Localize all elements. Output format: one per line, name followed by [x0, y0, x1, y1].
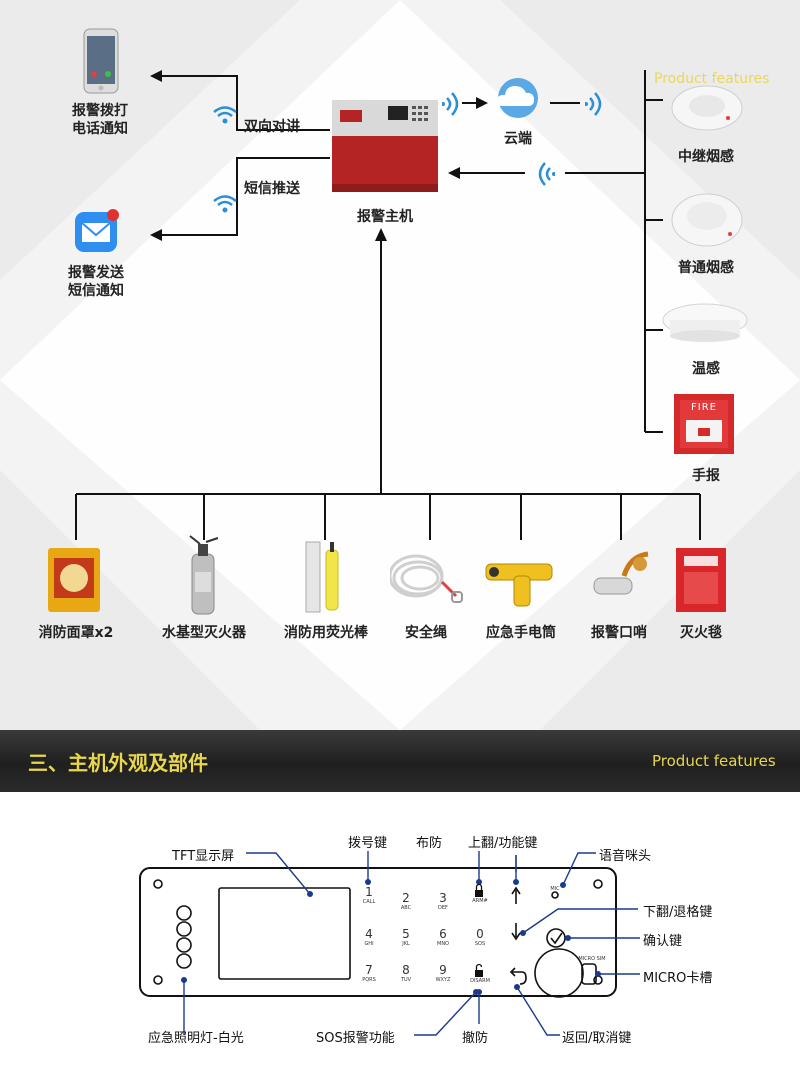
callout-sos-alarm: SOS报警功能: [316, 1031, 395, 1046]
section-header-band: 三、主机外观及部件 Product features: [0, 730, 800, 792]
smoke-detector-image: [671, 193, 743, 247]
equipment-label-flashlight: 应急手电筒: [486, 625, 556, 641]
equipment-label-extinguisher: 水基型灭火器: [162, 625, 246, 641]
phone-icon: [83, 28, 119, 94]
sensor-label-relay-smoke: 中继烟感: [678, 149, 734, 165]
heat-detector-image: [662, 303, 748, 342]
equipment-label-mask: 消防面罩x2: [38, 625, 114, 641]
equipment-label-whistle: 报警口哨: [591, 625, 647, 641]
wifi-icon: [213, 195, 237, 213]
cloud-label: 云端: [504, 131, 532, 147]
callout-disarm: 撤防: [462, 1031, 489, 1046]
panel-drawing: [139, 851, 640, 1036]
callout-emergency-light: 应急照明灯-白光: [148, 1031, 244, 1046]
sensor-label-manual: 手报: [692, 468, 720, 484]
callout-voice-mic: 语音咪头: [599, 849, 652, 864]
connection-lines: [75, 70, 701, 540]
callout-confirm-key: 确认键: [643, 934, 683, 949]
callout-arm: 布防: [416, 836, 443, 851]
equipment-label-rope: 安全绳: [405, 625, 447, 641]
mic-label: MIC: [550, 886, 560, 892]
callout-down-backspace-key: 下翻/退格键: [643, 905, 713, 920]
alarm-host-image: [332, 100, 438, 192]
arm-key-label[interactable]: ARM#: [472, 898, 488, 904]
equipment-label-glowstick: 消防用荧光棒: [284, 625, 368, 641]
callout-tft-screen: TFT显示屏: [172, 849, 235, 864]
watermark-text: Product features: [654, 71, 770, 87]
mail-icon: [75, 209, 119, 252]
equipment-label-blanket: 灭火毯: [680, 625, 722, 641]
flashlight-image: [485, 563, 553, 607]
wifi-icon: [585, 92, 602, 116]
sms-label-line2: 短信通知: [68, 283, 124, 299]
safety-rope-image: [390, 554, 463, 603]
fire-text: FIRE: [691, 402, 717, 413]
sms-label-line1: 报警发送: [68, 265, 124, 281]
intercom-label: 双向对讲: [244, 119, 300, 135]
fire-mask-box-image: [48, 548, 100, 612]
callout-back-cancel-key: 返回/取消键: [562, 1031, 632, 1046]
whistle-image: [593, 551, 649, 595]
glow-stick-image: [305, 541, 339, 613]
sensor-label-heat: 温感: [692, 361, 720, 377]
relay-smoke-detector-image: [671, 85, 743, 131]
manual-call-point-image: FIRE: [674, 394, 734, 454]
wifi-icon: [538, 162, 555, 186]
callout-dial-key: 拨号键: [348, 836, 388, 851]
host-label: 报警主机: [357, 209, 413, 225]
callout-up-function-key: 上翻/功能键: [468, 836, 538, 851]
disarm-key-label[interactable]: DISARM: [470, 978, 490, 984]
phone-label-line2: 电话通知: [72, 121, 128, 137]
cloud-icon: [496, 78, 538, 118]
section-subtitle: Product features: [652, 752, 776, 770]
micro-sim-label: MICRO SIM: [578, 956, 606, 962]
section-title: 三、主机外观及部件: [28, 751, 208, 775]
wifi-icon: [213, 106, 237, 124]
fire-blanket-image: [676, 548, 726, 612]
sms-push-label: 短信推送: [244, 181, 300, 197]
system-diagram: 报警拨打 电话通知 报警发送 短信通知 双向对讲 短信推送 报警主机 云端 Pr…: [0, 0, 800, 730]
wifi-icon: [442, 92, 459, 116]
phone-label-line1: 报警拨打: [72, 103, 128, 119]
fire-extinguisher-image: [189, 535, 219, 615]
callout-micro-slot: MICRO卡槽: [643, 971, 713, 986]
sensor-label-smoke: 普通烟感: [678, 260, 734, 276]
